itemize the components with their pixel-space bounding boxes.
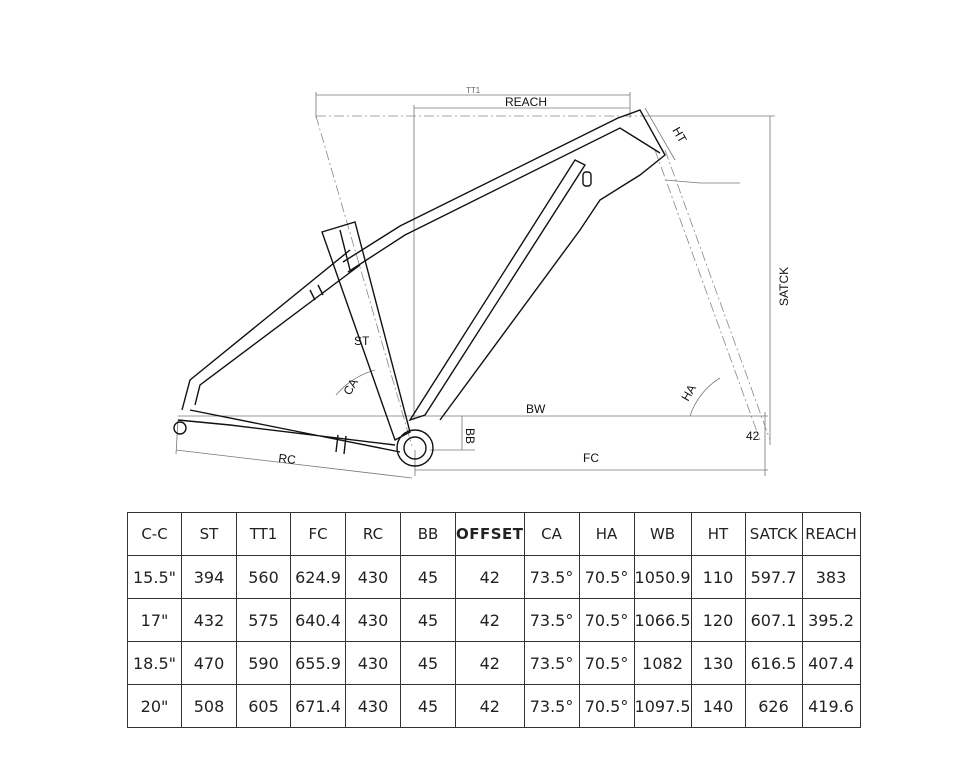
table-cell: 42 <box>455 598 525 642</box>
column-header: SATCK <box>744 512 803 556</box>
rear-dropout <box>173 421 187 435</box>
column-header: BB <box>400 512 456 556</box>
st-label: ST <box>354 334 370 348</box>
table-cell: 1050.9 <box>633 555 692 599</box>
table-cell: 45 <box>400 598 456 642</box>
table-cell: 18.5" <box>127 641 182 685</box>
bb-label: BB <box>463 428 477 444</box>
frame-geometry-drawing: TT1 REACH HT SATCK ST CA HA BW BB 42 RC … <box>173 86 791 479</box>
table-cell: 419.6 <box>801 684 861 728</box>
steering-axis-line <box>654 149 761 441</box>
column-header: HT <box>690 512 746 556</box>
table-cell: 45 <box>400 684 456 728</box>
column-header: REACH <box>801 512 861 556</box>
table-cell: 383 <box>801 555 861 599</box>
column-header: ST <box>181 512 237 556</box>
table-cell: 20" <box>127 684 182 728</box>
column-header: C-C <box>127 512 182 556</box>
tt1-label: TT1 <box>466 86 481 95</box>
seat-stay <box>181 249 361 411</box>
seat-tube <box>321 221 411 442</box>
table-cell: 70.5° <box>578 555 635 599</box>
table-cell: 430 <box>345 598 401 642</box>
table-cell: 470 <box>181 641 237 685</box>
table-cell: 70.5° <box>578 598 635 642</box>
table-cell: 430 <box>345 641 401 685</box>
table-cell: 1066.5 <box>633 598 692 642</box>
table-cell: 42 <box>455 641 525 685</box>
column-header: FC <box>290 512 346 556</box>
satck-label: SATCK <box>777 267 791 306</box>
table-cell: 607.1 <box>744 598 803 642</box>
table-cell: 1097.5 <box>633 684 692 728</box>
table-cell: 395.2 <box>801 598 861 642</box>
table-cell: 655.9 <box>290 641 346 685</box>
ha-label: HA <box>678 382 698 403</box>
column-header: RC <box>345 512 401 556</box>
table-cell: 671.4 <box>290 684 346 728</box>
bottom-bracket-shell <box>396 429 434 467</box>
bw-label: BW <box>526 402 546 416</box>
ht-label: HT <box>669 125 689 146</box>
table-cell: 626 <box>744 684 803 728</box>
table-cell: 394 <box>181 555 237 599</box>
ht-dimension-line <box>644 107 676 161</box>
table-cell: 140 <box>690 684 746 728</box>
fc-label: FC <box>583 451 599 465</box>
table-cell: 432 <box>181 598 237 642</box>
table-cell: 45 <box>400 641 456 685</box>
ca-label: CA <box>340 376 360 397</box>
table-cell: 70.5° <box>578 641 635 685</box>
table-cell: 15.5" <box>127 555 182 599</box>
column-header: HA <box>578 512 635 556</box>
table-cell: 17" <box>127 598 182 642</box>
table-cell: 590 <box>236 641 291 685</box>
table-cell: 430 <box>345 555 401 599</box>
table-cell: 597.7 <box>744 555 803 599</box>
table-cell: 575 <box>236 598 291 642</box>
table-cell: 73.5° <box>523 598 580 642</box>
bike-frame <box>173 109 666 467</box>
table-cell: 560 <box>236 555 291 599</box>
table-cell: 430 <box>345 684 401 728</box>
table-cell: 73.5° <box>523 684 580 728</box>
table-cell: 624.9 <box>290 555 346 599</box>
rc-dimension-line <box>175 449 413 479</box>
table-cell: 73.5° <box>523 555 580 599</box>
reach-label: REACH <box>505 95 547 109</box>
column-header: OFFSET <box>455 512 525 556</box>
table-cell: 130 <box>690 641 746 685</box>
top-tube <box>342 109 666 421</box>
column-header: CA <box>523 512 580 556</box>
table-cell: 45 <box>400 555 456 599</box>
column-header: TT1 <box>236 512 291 556</box>
table-cell: 42 <box>455 684 525 728</box>
seat-axis-line <box>315 115 413 447</box>
offset-label: 42 <box>746 429 760 443</box>
table-cell: 605 <box>236 684 291 728</box>
table-cell: 120 <box>690 598 746 642</box>
table-cell: 70.5° <box>578 684 635 728</box>
table-cell: 616.5 <box>744 641 803 685</box>
table-cell: 508 <box>181 684 237 728</box>
table-cell: 1082 <box>633 641 692 685</box>
table-cell: 407.4 <box>801 641 861 685</box>
rc-label: RC <box>278 451 297 467</box>
down-tube <box>408 159 587 422</box>
chain-stay <box>177 409 401 453</box>
table-cell: 640.4 <box>290 598 346 642</box>
table-cell: 73.5° <box>523 641 580 685</box>
column-header: WB <box>633 512 692 556</box>
table-cell: 110 <box>690 555 746 599</box>
table-cell: 42 <box>455 555 525 599</box>
